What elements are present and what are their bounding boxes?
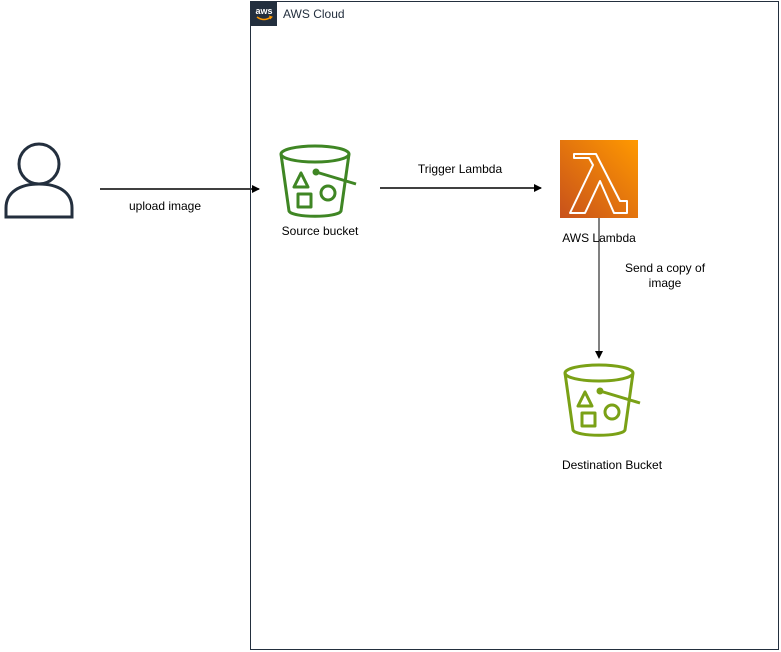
- upload-image-label: upload image: [128, 199, 202, 213]
- aws-logo-text: aws: [255, 6, 272, 16]
- aws-cloud-title: AWS Cloud: [283, 7, 345, 21]
- aws-lambda-label: AWS Lambda: [562, 231, 636, 245]
- aws-logo-icon: aws: [251, 2, 277, 26]
- destination-bucket-icon: [563, 363, 641, 437]
- trigger-lambda-label: Trigger Lambda: [417, 162, 503, 176]
- source-bucket-icon: [279, 144, 357, 218]
- source-bucket-label: Source bucket: [281, 224, 359, 238]
- send-copy-label: Send a copy of image: [624, 261, 706, 290]
- aws-cloud-group: aws AWS Cloud: [250, 1, 779, 650]
- user-icon: [4, 142, 74, 219]
- destination-bucket-label: Destination Bucket: [561, 458, 663, 472]
- lambda-icon: [560, 140, 638, 218]
